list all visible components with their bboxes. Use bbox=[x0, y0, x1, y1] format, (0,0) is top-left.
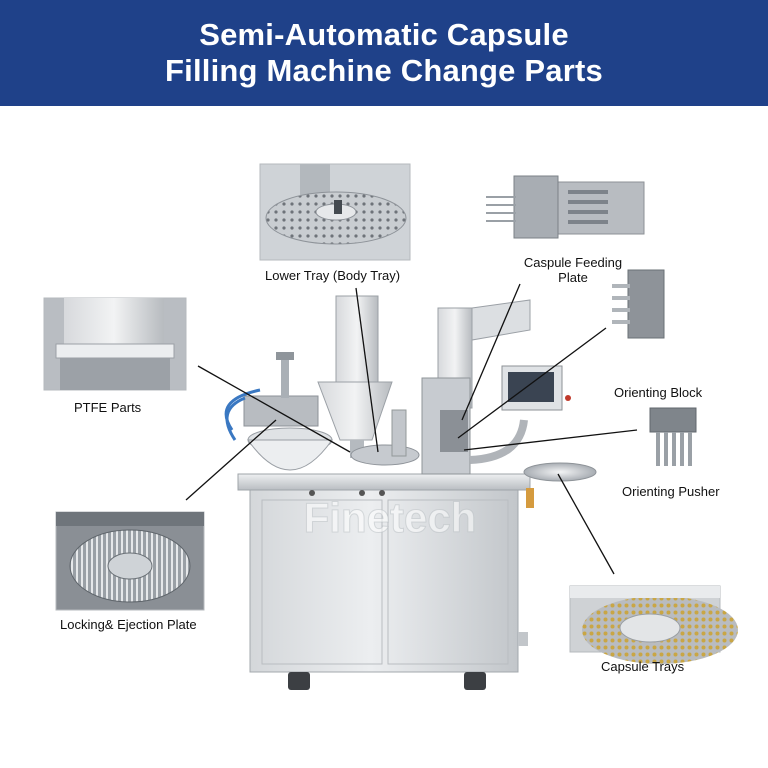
callout-line-locking-plate bbox=[185, 419, 277, 501]
machine-tabletop bbox=[237, 473, 531, 491]
thumbnail-feeding-plate bbox=[486, 172, 645, 242]
title-line-1: Semi-Automatic Capsule bbox=[199, 17, 569, 52]
thumbnail-capsule-trays bbox=[569, 585, 738, 664]
label-feeding-plate-line2: Plate bbox=[558, 270, 588, 285]
callout-line-feeding-plate bbox=[461, 283, 521, 421]
label-orienting-pusher: Orienting Pusher bbox=[622, 484, 720, 499]
caster-wheel-left bbox=[288, 672, 310, 690]
label-feeding-plate: Caspule Feeding Plate bbox=[514, 255, 632, 285]
thumbnail-ptfe-parts bbox=[43, 297, 187, 391]
machine-cabinet bbox=[249, 487, 519, 673]
powder-hopper bbox=[335, 295, 379, 383]
label-lower-tray: Lower Tray (Body Tray) bbox=[265, 268, 401, 283]
label-ptfe: PTFE Parts bbox=[74, 400, 142, 415]
label-capsule-trays: Capsule Trays bbox=[601, 659, 685, 674]
callout-line-capsule-trays bbox=[557, 473, 615, 575]
title-line-2: Filling Machine Change Parts bbox=[165, 53, 603, 88]
caster-wheel-right bbox=[464, 672, 486, 690]
thumbnail-lower-tray bbox=[259, 163, 411, 261]
callout-line-orienting-block bbox=[457, 327, 607, 439]
capsule-tray-on-machine bbox=[523, 462, 597, 482]
callout-line-ptfe bbox=[197, 365, 351, 453]
label-locking-plate: Locking& Ejection Plate bbox=[60, 617, 197, 632]
callout-line-orienting-pusher bbox=[463, 429, 638, 451]
label-orienting-block: Orienting Block bbox=[614, 385, 703, 400]
callout-line-lower-tray bbox=[355, 287, 379, 453]
thumbnail-orienting-pusher bbox=[649, 407, 697, 466]
cabinet-door-right bbox=[387, 499, 509, 665]
watermark-text: Finetech bbox=[304, 494, 477, 541]
capsule-filling-machine bbox=[224, 295, 597, 690]
thumbnail-orienting-block bbox=[610, 268, 666, 340]
thumbnail-locking-plate bbox=[55, 511, 205, 611]
cabinet-door-left bbox=[261, 499, 383, 665]
label-feeding-plate-line1: Caspule Feeding bbox=[523, 255, 623, 270]
title-banner: Semi-Automatic Capsule Filling Machine C… bbox=[0, 0, 768, 106]
callout-lines bbox=[185, 283, 638, 575]
